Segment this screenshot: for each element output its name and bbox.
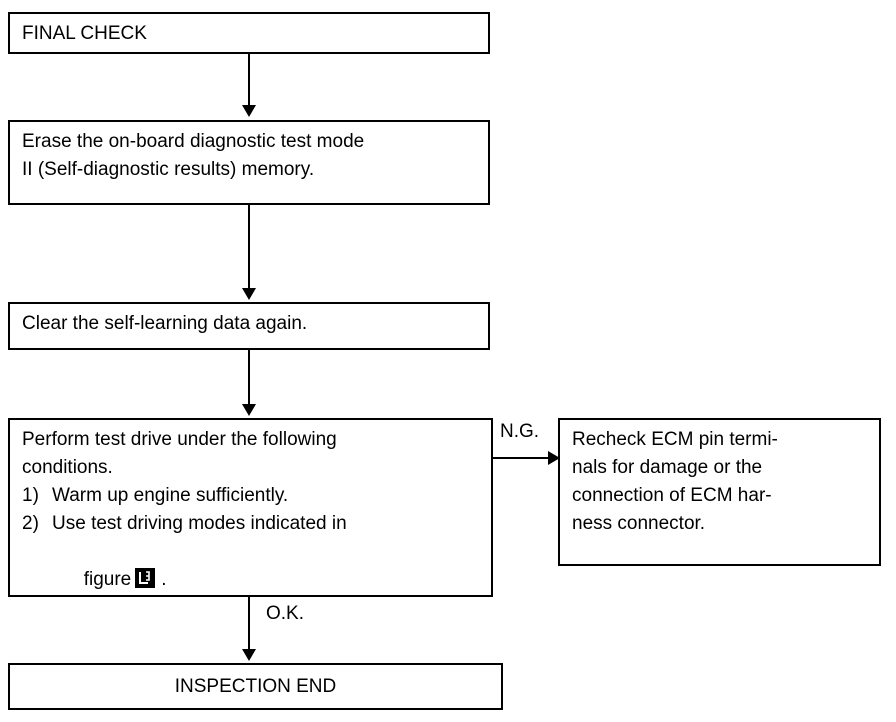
list-item-2-number: 2) [22,513,39,534]
node-recheck-ecm-line2: nals for damage or the [572,457,763,478]
node-recheck-ecm-line4: ness connector. [572,513,706,534]
edge-label-ok: O.K. [266,603,305,624]
node-recheck-ecm: Recheck ECM pin termi- nals for damage o… [558,418,881,566]
node-inspection-end: INSPECTION END [8,663,503,710]
node-erase-memory: Erase the on-board diagnostic test mode … [8,120,490,205]
list-item-2-continuation: figure. [22,538,481,622]
node-inspection-end-label: INSPECTION END [174,675,337,697]
node-erase-memory-line2: II (Self-diagnostic results) memory. [22,159,315,180]
figure-reference-badge-icon [135,568,156,588]
node-perform-test-drive-line2: conditions. [22,457,113,478]
node-recheck-ecm-line1: Recheck ECM pin termi- [572,429,778,450]
connector-perform-to-inspection-end [248,597,250,651]
node-recheck-ecm-line3: connection of ECM har- [572,485,772,506]
node-clear-self-learning-label: Clear the self-learning data again. [22,313,308,334]
arrowhead-down-2 [242,288,256,300]
arrowhead-right-1 [548,451,560,465]
arrowhead-down-1 [242,105,256,117]
node-perform-test-drive-line1: Perform test drive under the following [22,429,337,450]
node-perform-test-drive: Perform test drive under the following c… [8,418,493,597]
connector-final-check-to-erase [248,54,250,108]
arrowhead-down-4 [242,649,256,661]
node-erase-memory-line1: Erase the on-board diagnostic test mode [22,131,365,152]
list-item-2-period: . [161,569,167,590]
edge-label-ng: N.G. [500,421,540,442]
list-item-1-text: Warm up engine sufficiently. [52,485,289,506]
list-item: 1) Warm up engine sufficiently. [22,482,481,510]
list-item-2-figure-word: figure [83,569,132,590]
list-item-2-text: Use test driving modes indicated in [52,513,347,534]
arrowhead-down-3 [242,404,256,416]
node-final-check-label: FINAL CHECK [22,23,147,44]
list-item: 2) Use test driving modes indicated in [22,510,481,538]
node-clear-self-learning: Clear the self-learning data again. [8,302,490,350]
node-final-check: FINAL CHECK [8,12,490,54]
connector-clear-to-perform [248,350,250,406]
connector-erase-to-clear [248,205,250,290]
list-item-1-number: 1) [22,485,39,506]
connector-perform-to-recheck [493,457,555,459]
